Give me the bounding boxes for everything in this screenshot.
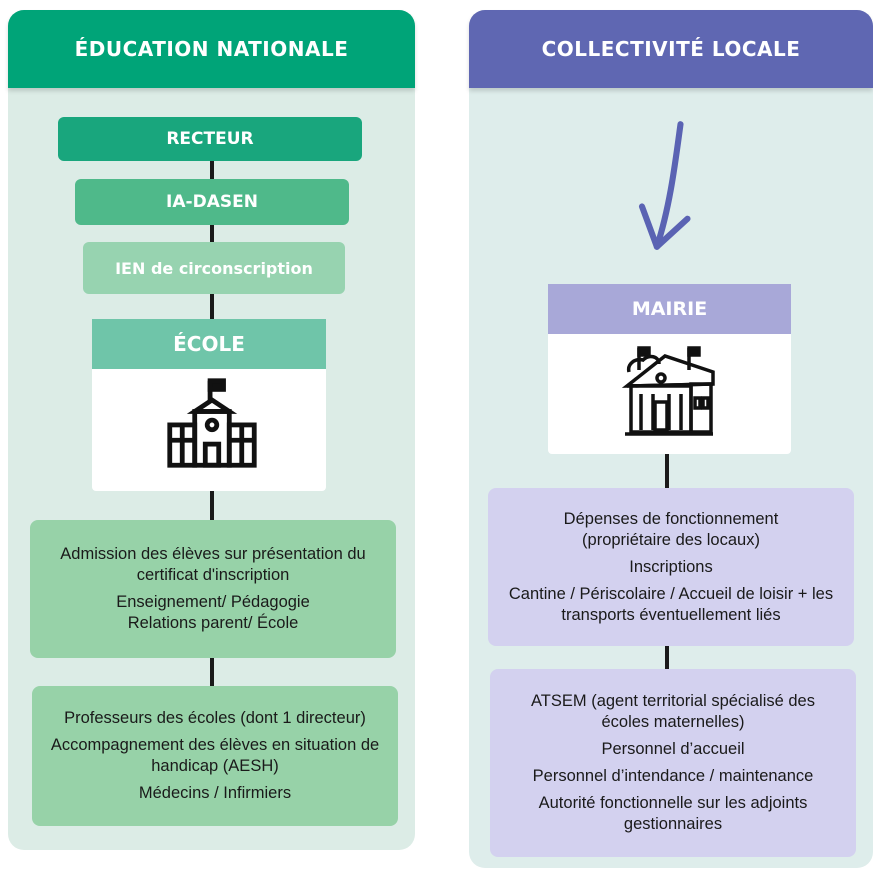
mairie-connector-line bbox=[665, 450, 669, 490]
collectivite-role-item: Cantine / Périscolaire / Accueil de lois… bbox=[508, 584, 834, 624]
education-nationale-header: ÉDUCATION NATIONALE bbox=[8, 10, 415, 88]
education-role-item: Enseignement/ Pédagogie bbox=[116, 593, 310, 611]
education-roles-box: Admission des élèves sur présentation du… bbox=[30, 520, 396, 658]
education-staff-item: Professeurs des écoles (dont 1 directeur… bbox=[64, 709, 366, 727]
education-staff-item: Accompagnement des élèves en situation d… bbox=[50, 736, 380, 775]
ia-dasen-box: IA-DASEN bbox=[75, 179, 349, 225]
collectivite-locale-panel: COLLECTIVITÉ LOCALE MAIRIE bbox=[469, 10, 873, 868]
down-arrow-icon bbox=[638, 121, 691, 250]
education-nationale-panel: ÉDUCATION NATIONALE RECTEUR IA-DASEN IEN… bbox=[8, 10, 415, 850]
town-hall-icon bbox=[621, 346, 715, 436]
education-role-item: Admission des élèves sur présentation du… bbox=[60, 545, 366, 584]
education-staff-item: Médecins / Infirmiers bbox=[138, 784, 292, 802]
collectivite-role-item: Inscriptions bbox=[629, 557, 713, 576]
school-building-icon bbox=[167, 378, 257, 468]
ien-box: IEN de circonscription bbox=[83, 242, 345, 294]
ecole-label: ÉCOLE bbox=[92, 319, 326, 369]
collectivite-staff-box: ATSEM (agent territorial spécialisé des … bbox=[490, 669, 856, 857]
collectivite-staff-item: Autorité fonctionnelle sur les adjoints … bbox=[538, 794, 808, 833]
education-staff-box: Professeurs des écoles (dont 1 directeur… bbox=[32, 686, 398, 826]
recteur-box: RECTEUR bbox=[58, 117, 362, 161]
collectivite-locale-header: COLLECTIVITÉ LOCALE bbox=[469, 10, 873, 88]
collectivite-staff-item: Personnel d’intendance / maintenance bbox=[532, 767, 814, 785]
collectivite-role-item: Dépenses de fonctionnement (propriétaire… bbox=[563, 509, 779, 549]
collectivite-staff-item: Personnel d’accueil bbox=[601, 740, 745, 758]
collectivite-connector-line bbox=[665, 640, 669, 674]
mairie-label: MAIRIE bbox=[548, 284, 791, 334]
collectivite-staff-item: ATSEM (agent territorial spécialisé des … bbox=[531, 692, 815, 731]
education-role-item: Relations parent/ École bbox=[127, 614, 299, 632]
collectivite-roles-box: Dépenses de fonctionnement (propriétaire… bbox=[488, 488, 854, 646]
